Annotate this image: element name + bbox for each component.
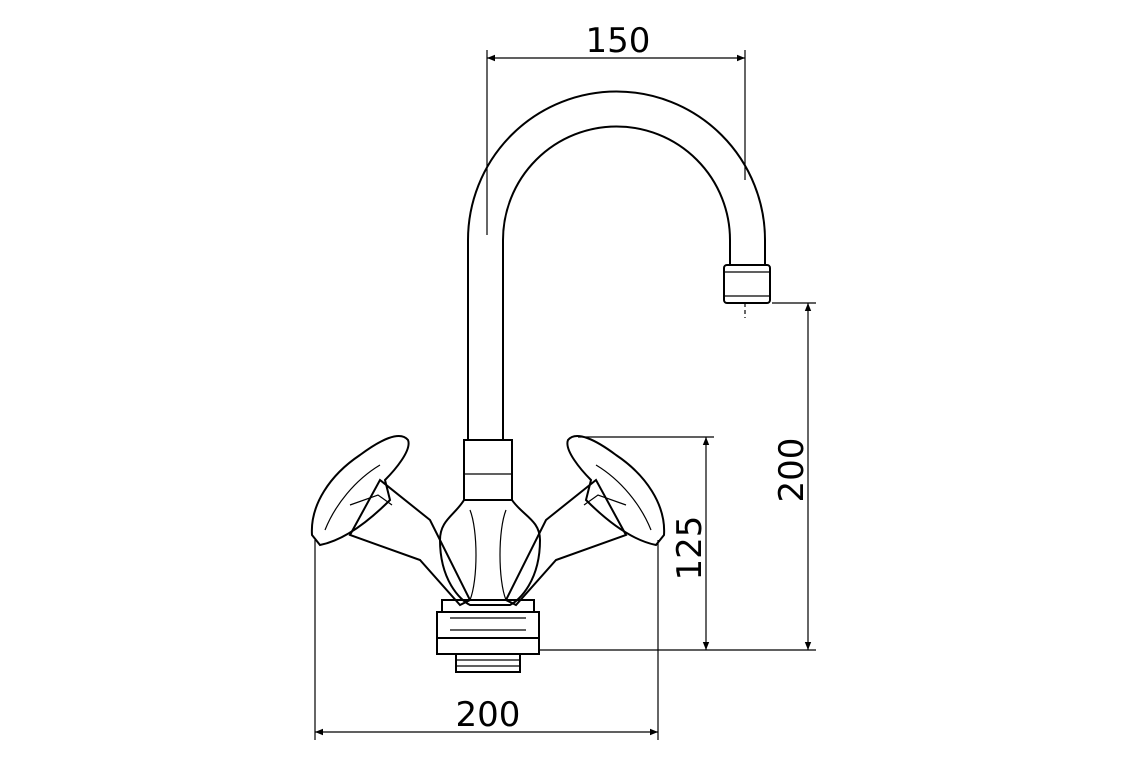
spout xyxy=(467,90,771,440)
dimension-label-200-vertical: 200 xyxy=(772,438,812,503)
aerator-nozzle xyxy=(723,264,771,318)
dimension-handle-span: 200 xyxy=(314,540,659,740)
dimension-handle-height: 125 xyxy=(578,436,714,650)
dimension-spout-height: 200 xyxy=(540,302,816,651)
left-handle xyxy=(310,435,472,607)
dimension-label-125: 125 xyxy=(670,516,710,581)
dimension-label-150: 150 xyxy=(586,21,651,61)
right-handle xyxy=(504,435,666,607)
dimension-label-200-horizontal: 200 xyxy=(456,695,521,735)
mounting-base xyxy=(436,599,540,673)
faucet-body xyxy=(438,439,542,606)
dimension-spout-reach: 150 xyxy=(486,21,746,235)
